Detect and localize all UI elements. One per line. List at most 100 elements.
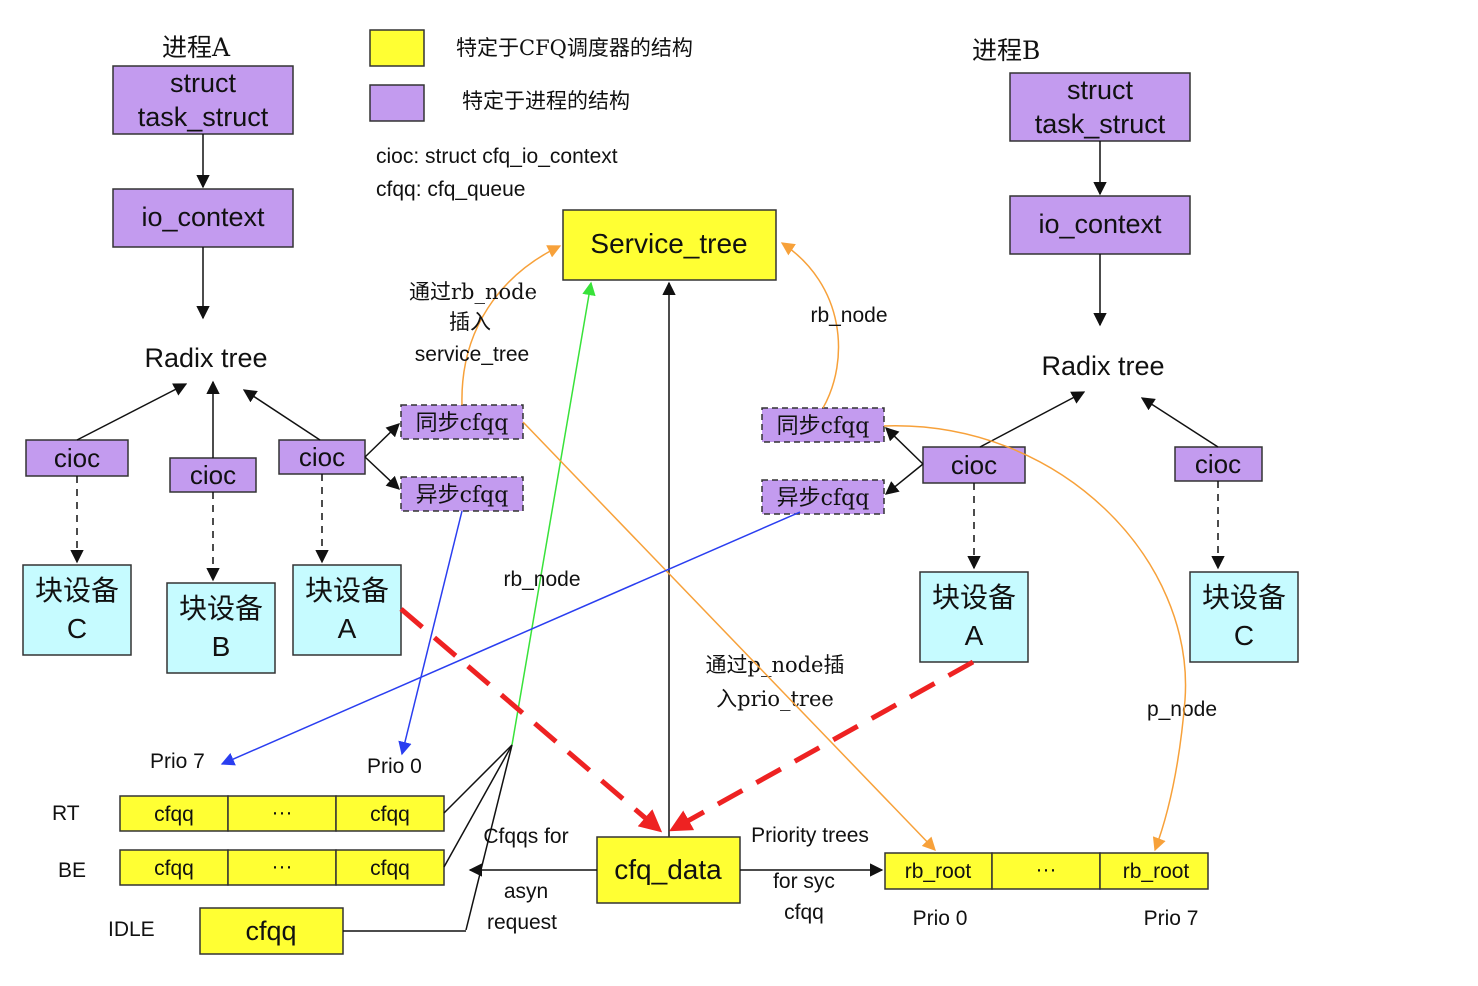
process-a-cioc-a-label: cioc [299, 442, 345, 472]
rt-cell-2-label: cfqq [370, 803, 410, 826]
process-b-async-cfqq [761, 479, 885, 515]
idle-cell-0-label: cfqq [245, 916, 296, 946]
rb-root-cell-2-label: rb_root [1123, 860, 1190, 883]
rt-cell-2 [335, 795, 445, 832]
process-b-device-a-line2: A [965, 620, 984, 651]
rt-cell-1-label: ··· [272, 801, 293, 824]
async-caption-line3: request [487, 911, 557, 934]
prio-trees-caption-line2: for syc [773, 870, 835, 893]
rb-root-cell-0-label: rb_root [905, 860, 972, 883]
process-a: 进程A struct task_struct io_context Radix … [22, 33, 524, 674]
prio-trees-caption-line1: Priority trees [751, 824, 869, 847]
be-cell-0 [119, 849, 229, 886]
process-a-title: 进程A [162, 33, 231, 62]
process-a-cioc-c-label: cioc [54, 443, 100, 473]
rb-root-cell-0 [884, 852, 993, 890]
process-a-async-cfqq-label: 异步cfqq [416, 483, 509, 508]
process-b-cioc-a-label: cioc [951, 450, 997, 480]
async-caption-line1: Cfqqs for [483, 825, 568, 848]
cfq-data-label: cfq_data [614, 854, 722, 885]
legend: 特定于CFQ调度器的结构 特定于进程的结构 cioc: struct cfq_i… [369, 29, 693, 201]
process-b-radix-tree: Radix tree [1041, 351, 1164, 381]
process-b-task-struct-line2: task_struct [1035, 109, 1166, 139]
process-a-cioc-b-label: cioc [190, 460, 236, 490]
process-b-cioc-c [1174, 446, 1263, 482]
process-b-device-c-line2: C [1234, 620, 1254, 651]
via-p-node-line1: 通过p_node插 [706, 653, 845, 677]
process-a-cioc-c [25, 439, 129, 477]
legend-yellow-label: 特定于CFQ调度器的结构 [456, 36, 693, 60]
legend-abbr-cioc: cioc: struct cfq_io_context [376, 145, 618, 168]
process-b-task-struct-line1: struct [1067, 75, 1134, 105]
process-a-device-b-line1: 块设备 [179, 592, 263, 625]
process-b-async-cfqq-label: 异步cfqq [777, 486, 870, 511]
legend-abbr-cfqq: cfqq: cfq_queue [376, 178, 525, 201]
prio7-right-label: Prio 7 [1144, 907, 1199, 930]
process-a-device-a-line1: 块设备 [305, 574, 389, 607]
process-b-io-context [1009, 195, 1191, 255]
be-cell-1-label: ··· [272, 855, 293, 878]
priority-trees: Priority trees for syc cfqq rb_root ··· … [740, 824, 1209, 930]
async-caption-line2: asyn [504, 880, 548, 903]
legend-purple-label: 特定于进程的结构 [462, 89, 630, 113]
rb-root-cell-2 [1099, 852, 1209, 890]
rb-node-right-label: rb_node [810, 304, 887, 327]
legend-yellow-swatch [369, 29, 425, 67]
process-b-cioc-a [922, 446, 1026, 484]
prio7-left-label: Prio 7 [150, 750, 205, 773]
service-tree-label: Service_tree [590, 228, 747, 259]
process-a-task-struct-line1: struct [170, 68, 237, 98]
prio-trees-caption-line3: cfqq [784, 901, 824, 924]
process-a-radix-tree: Radix tree [144, 343, 267, 373]
async-queues: Prio 7 Prio 0 RT cfqq ··· cfqq BE cfqq ·… [52, 744, 597, 955]
process-b: 进程B struct task_struct io_context Radix … [761, 36, 1299, 663]
process-a-cioc-b [169, 457, 257, 493]
process-b-title: 进程B [972, 36, 1040, 65]
row-idle-label: IDLE [108, 918, 155, 941]
legend-purple-swatch [369, 84, 425, 122]
service-tree-box [562, 209, 777, 281]
process-b-task-struct [1009, 72, 1191, 142]
rb-root-cell-1-label: ··· [1036, 858, 1057, 881]
process-a-task-struct-line2: task_struct [138, 102, 269, 132]
process-a-async-cfqq [400, 476, 524, 512]
row-rt-label: RT [52, 802, 80, 825]
rt-cell-0 [119, 795, 229, 832]
process-b-device-c-line1: 块设备 [1202, 581, 1286, 614]
center: Service_tree 通过rb_node 插入 service_tree r… [220, 209, 1217, 904]
process-a-sync-cfqq [400, 404, 524, 440]
process-a-device-c-line2: C [67, 613, 87, 644]
row-be-label: BE [58, 859, 86, 882]
process-b-io-context-label: io_context [1038, 209, 1162, 239]
process-a-device-a-line2: A [338, 613, 357, 644]
be-cell-2-label: cfqq [370, 857, 410, 880]
process-a-device-c-line1: 块设备 [35, 574, 119, 607]
rb-node-mid-label: rb_node [503, 568, 580, 591]
rt-cell-1 [227, 795, 337, 832]
be-cell-2 [335, 849, 445, 886]
rt-cell-0-label: cfqq [154, 803, 194, 826]
prio0-right-label: Prio 0 [913, 907, 968, 930]
process-b-device-c [1189, 571, 1299, 663]
be-cell-0-label: cfqq [154, 857, 194, 880]
process-b-sync-cfqq-label: 同步cfqq [777, 414, 870, 439]
process-a-task-struct [112, 65, 294, 135]
process-a-io-context-label: io_context [141, 202, 265, 232]
via-rb-node-line1: 通过rb_node [409, 280, 537, 304]
via-rb-node-line2: 插入 [449, 310, 491, 334]
process-b-device-a [919, 571, 1029, 663]
process-b-device-a-line1: 块设备 [932, 581, 1016, 614]
process-a-device-b [166, 582, 276, 674]
process-a-sync-cfqq-label: 同步cfqq [416, 411, 509, 436]
p-node-label: p_node [1147, 698, 1217, 721]
process-a-io-context [112, 188, 294, 248]
prio0-left-label: Prio 0 [367, 755, 422, 778]
process-a-device-c [22, 564, 132, 656]
process-a-device-b-line2: B [212, 631, 231, 662]
via-rb-node-line3: service_tree [415, 343, 529, 366]
rb-root-cell-1 [991, 852, 1101, 890]
process-b-cioc-c-label: cioc [1195, 449, 1241, 479]
via-p-node-line2: 入prio_tree [716, 687, 834, 711]
